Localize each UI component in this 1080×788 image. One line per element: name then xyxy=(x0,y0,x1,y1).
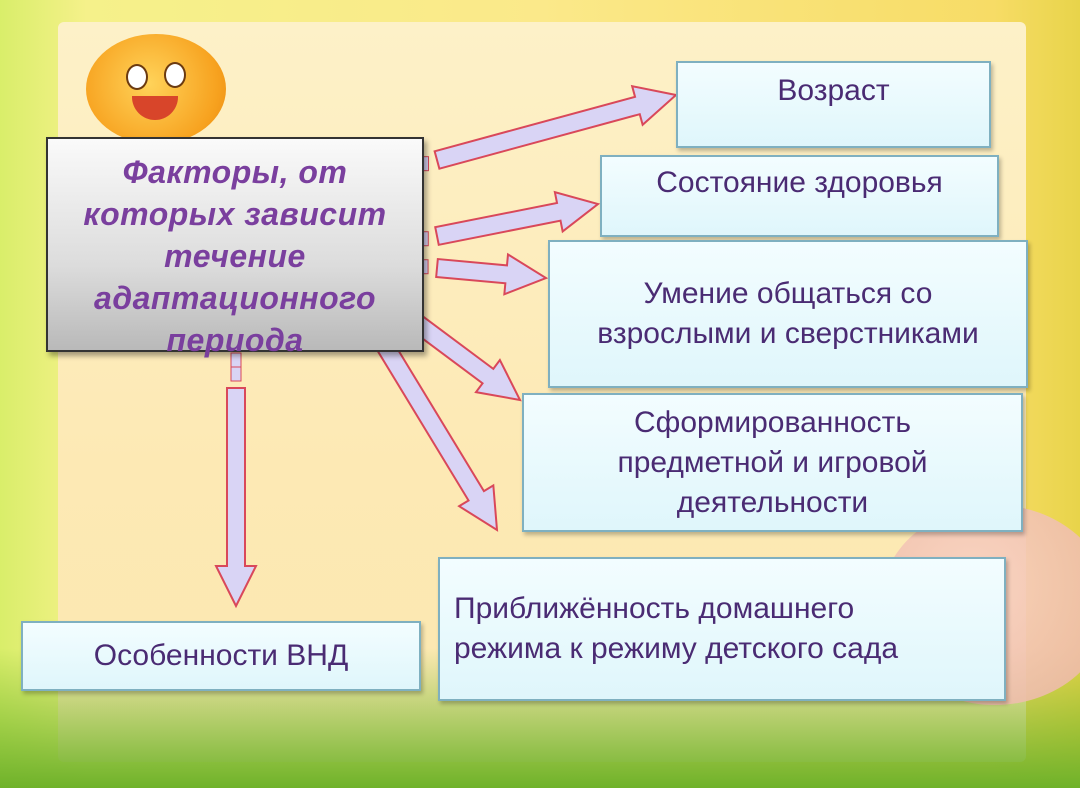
factor-regime: Приближённость домашнего режима к режиму… xyxy=(438,557,1006,701)
factor-communication: Умение общаться со взрослыми и сверстник… xyxy=(548,240,1028,388)
arrow-3 xyxy=(403,309,522,402)
arrow-0 xyxy=(433,84,679,170)
factor-health: Состояние здоровья xyxy=(600,155,999,237)
arrow-4 xyxy=(374,337,499,532)
factor-label: Приближённость домашнего режима к режиму… xyxy=(454,592,899,665)
factor-label: Состояние здоровья xyxy=(656,166,943,199)
factor-label: Особенности ВНД xyxy=(93,639,349,672)
factor-age: Возраст xyxy=(676,61,991,148)
factor-label: Умение общаться со взрослыми и сверстник… xyxy=(597,277,979,350)
arrow-1 xyxy=(434,190,601,247)
sun-illustration xyxy=(86,34,226,144)
central-topic-box: Факторы, от которых зависит течение адап… xyxy=(46,137,424,358)
arrow-5 xyxy=(214,387,258,609)
arrow-2 xyxy=(435,252,549,296)
arrow-tail-dash xyxy=(230,366,242,382)
central-topic-title: Факторы, от которых зависит течение адап… xyxy=(83,154,387,358)
arrow-tail-dash xyxy=(230,352,242,368)
factor-activity: Сформированность предметной и игровой де… xyxy=(522,393,1023,532)
factor-label: Возраст xyxy=(777,74,890,107)
factor-vnd: Особенности ВНД xyxy=(21,621,421,691)
factor-label: Сформированность предметной и игровой де… xyxy=(617,405,928,519)
